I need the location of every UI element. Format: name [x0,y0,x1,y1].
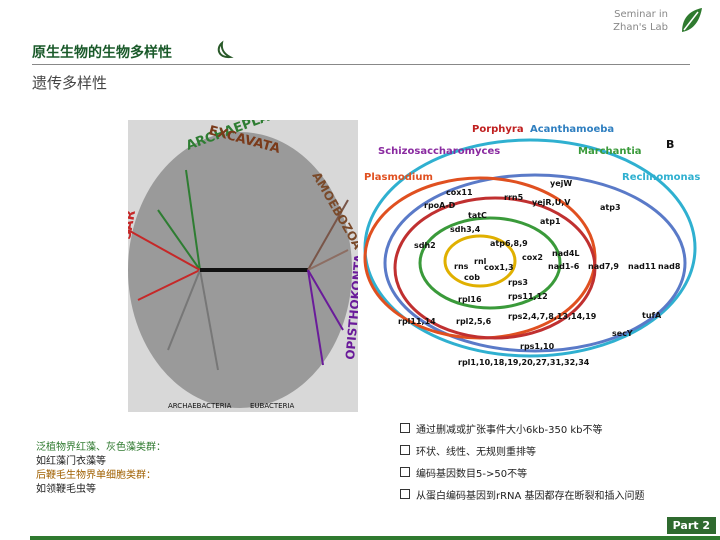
gene-label: nad11 [628,262,656,271]
notes: 泛植物界红藻、灰色藻类群： 如红藻门衣藻等 后鞭毛生物界单细胞类群： 如领鞭毛虫… [36,441,166,497]
gene-label: cox11 [446,188,473,197]
gene-label: yejW [550,179,572,188]
gene-label: nad1-6 [548,262,580,271]
gene-label: sdh3,4 [450,225,481,234]
bullet-item: 从蛋白编码基因到rRNA 基因都存在断裂和插入问题 [400,483,645,505]
part-badge: Part 2 [666,517,716,534]
note-line: 泛植物界红藻、灰色藻类群： [36,442,166,453]
reclinomonas-label: Reclinomonas [622,172,700,183]
gene-label: rpl11,14 [398,317,436,326]
eubacteria-label: EUBACTERIA [250,402,295,410]
note-line: 如领鞭毛虫等 [36,484,96,495]
phylogenetic-tree: ARCHAEPLASTIDA EXCAVATA SAR AMOEBOZOA OP… [119,95,366,412]
gene-label: nad7,9 [588,262,619,271]
porphyra-ring [393,196,597,340]
gene-label: rns [454,262,469,271]
mito-gene-venn-diagram: Porphyra Acanthamoeba B Schizosaccharomy… [363,124,700,367]
bullet-item: 环状、线性、无规则重排等 [400,439,645,461]
panel-b-label: B [666,138,674,151]
archaebacteria-label: ARCHAEBACTERIA [168,402,232,410]
gene-label: cox2 [522,253,543,262]
marchantia-label: Marchantia [578,146,642,157]
bullet-item: 通过删减或扩张事件大小6kb-350 kb不等 [400,417,645,439]
porphyra-label: Porphyra [472,124,524,135]
header-line2: Zhan's Lab [613,22,668,33]
gene-label: sdh2 [414,241,436,250]
gene-label: secY [612,329,633,338]
bullet-item: 编码基因数目5->50不等 [400,461,645,483]
page-subtitle: 遗传多样性 [32,74,108,92]
header-line1: Seminar in [614,9,668,20]
title-divider [32,64,690,65]
gene-label: rpl2,5,6 [456,317,492,326]
gene-label: rnl [474,257,487,266]
leaf-logo-icon [682,8,702,32]
gene-label: tatC [468,211,487,220]
gene-label: rps11,12 [508,292,548,301]
bullet-list: 通过删减或扩张事件大小6kb-350 kb不等 环状、线性、无规则重排等 编码基… [400,417,645,505]
note-line: 后鞭毛生物界单细胞类群： [36,470,156,481]
gene-label: cox1,3 [484,263,514,272]
gene-label: rrn5 [504,193,524,202]
gene-label: atp1 [540,217,561,226]
footer-bar [30,536,720,540]
checkbox-icon [400,423,410,433]
acanthamoeba-ring [418,216,562,310]
checkbox-icon [400,489,410,499]
gene-label: atp6,8,9 [490,239,528,248]
gene-label: rpl16 [458,295,482,304]
gene-label: atp3 [600,203,621,212]
acanthamoeba-label: Acanthamoeba [530,124,614,135]
note-line: 如红藻门衣藻等 [36,456,106,467]
checkbox-icon [400,467,410,477]
gene-label: rps3 [508,278,528,287]
gene-label: tufA [642,311,662,320]
gene-label: nad4L [552,249,579,258]
gene-label: rps2,4,7,8,13,14,19 [508,312,597,321]
gene-label: cob [464,273,480,282]
plasmodium-label: Plasmodium [364,172,433,183]
marchantia-ring [383,173,687,353]
gene-label: yejR,U,V [532,198,571,207]
schizo-label: Schizosaccharomyces [378,146,500,157]
checkbox-icon [400,445,410,455]
crescent-icon [217,40,234,59]
gene-label: nad8 [658,262,681,271]
page-title: 原生生物的生物多样性 [32,45,172,61]
schizo-ring [443,234,517,288]
gene-label: rps1,10 [520,342,555,351]
gene-label: rpoA-D [424,201,456,210]
lab-header: Seminar in Zhan's Lab [613,8,668,34]
gene-label: rpl1,10,18,19,20,27,31,32,34 [458,358,590,367]
